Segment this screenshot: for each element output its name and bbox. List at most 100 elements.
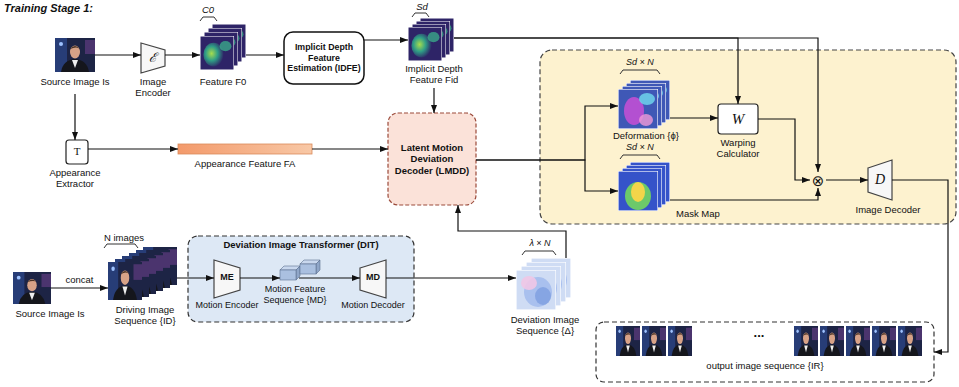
- node-heading: ME: [214, 265, 240, 289]
- feature-node: Motion Feature Sequence {MD}: [262, 258, 328, 308]
- bracket: [620, 70, 660, 74]
- node-label: Deformation {ϕ}: [604, 130, 688, 141]
- extractor-box: [66, 140, 88, 164]
- photo-thumbnail: [616, 326, 640, 356]
- bracket: [522, 251, 556, 255]
- deviation-map: [516, 270, 556, 310]
- feature-node: SdImplicit Depth Feature Fid: [396, 0, 472, 88]
- node-label: Implicit Depth Feature Estimation (IDFE): [287, 34, 361, 82]
- decoder-trapezoid: [868, 160, 892, 200]
- node-heading: λ × N: [520, 238, 560, 249]
- arrow-connector: [476, 106, 618, 160]
- mask-map: [618, 171, 658, 211]
- decoder-node: DImage Decoder: [852, 160, 924, 218]
- output-panel: output image sequence {IR}: [596, 322, 934, 382]
- node-heading: N images: [104, 232, 164, 243]
- decoder-box: [388, 113, 476, 205]
- node-label: Mask Map: [676, 208, 730, 219]
- node-heading: Sd × N: [612, 57, 668, 68]
- output-frames: [616, 326, 922, 356]
- node-label: Deviation Image Sequence {Δ}: [506, 314, 584, 337]
- feature-bar: [178, 144, 312, 154]
- decoder-trapezoid: [360, 260, 386, 298]
- arrow-connector: [454, 38, 738, 104]
- arrow-connector: [312, 148, 388, 149]
- node-heading: Sd × N: [612, 142, 668, 153]
- node-label: Deviation Image Transformer (DIT): [188, 239, 414, 250]
- arrow-connector: [826, 179, 868, 180]
- node-label: Latent Motion Deviation Decoder (LMDD): [391, 116, 473, 202]
- arrow-connector: [51, 287, 108, 288]
- bracket: [620, 155, 660, 159]
- deformation-node: Sd × N Deformation {ϕ}: [604, 56, 688, 144]
- encoder-node: ME Motion Encoder: [192, 258, 262, 312]
- feature-stack: [408, 18, 454, 61]
- encoder-trapezoid: [141, 43, 165, 73]
- warping-node: W Warping Calculator: [704, 104, 772, 164]
- arrow-connector: [165, 54, 200, 55]
- photo-thumbnail: [13, 272, 51, 304]
- photo-thumbnail: [794, 326, 818, 356]
- node-label: Driving Image Sequence {ID}: [100, 304, 190, 327]
- feature-map: [200, 36, 234, 70]
- cube-face: [280, 270, 296, 280]
- deviation-stack: [516, 258, 571, 310]
- photo-thumbnail: [898, 326, 922, 356]
- process-box: Implicit Depth Feature Estimation (IDFE): [284, 32, 364, 84]
- node-heading: C0: [196, 4, 220, 15]
- output-panel: [596, 322, 934, 382]
- node-label: Motion Encoder: [192, 300, 262, 311]
- photo-thumbnail: [108, 262, 142, 300]
- node-heading: ℰ: [141, 43, 165, 73]
- ellipsis-label: ...: [742, 325, 776, 341]
- sequence-node: N imagesDriving Image Sequence {ID}: [100, 232, 190, 330]
- arrow-connector: [454, 38, 818, 172]
- decoder-node: MDMotion Decoder: [338, 258, 408, 312]
- bracket: [412, 13, 429, 17]
- arrow-connector: [240, 277, 280, 278]
- arrow-connector: [386, 277, 516, 278]
- encoder-trapezoid: [214, 260, 240, 298]
- warping-box: [718, 104, 758, 134]
- process-box: [284, 32, 364, 84]
- node-label: output image sequence {IR}: [596, 360, 934, 371]
- node-label: Source Image Is: [37, 76, 113, 87]
- transformer-panel: [188, 236, 414, 322]
- deviation-node: λ × N Deviation Image Sequence {Δ}: [506, 238, 584, 342]
- feature-stack: [200, 24, 246, 70]
- mask-node: Sd × N Mask Map: [604, 142, 734, 222]
- node-label: ⊗: [810, 172, 826, 188]
- node-heading: Sd: [410, 1, 434, 12]
- dimension-brackets: [104, 13, 660, 255]
- node-label: Appearance Extractor: [46, 167, 104, 190]
- cube-face: [316, 260, 320, 274]
- warping-panel: [540, 50, 956, 224]
- node-heading: W: [718, 104, 758, 134]
- arrow-connector: [299, 277, 360, 278]
- decoder-box: Latent Motion Deviation Decoder (LMDD): [388, 113, 476, 205]
- node-label: Implicit Depth Feature Fid: [396, 63, 472, 86]
- image-node: Source Image Is: [37, 36, 113, 94]
- feature-map: [408, 27, 442, 61]
- extractor-node: TAppearance Extractor: [46, 140, 104, 194]
- node-label: Warping Calculator: [704, 137, 772, 160]
- feature-node: C0Feature F0: [192, 4, 254, 90]
- photo-thumbnail: [820, 326, 844, 356]
- node-label: Image Encoder: [128, 76, 178, 99]
- feature-cubes: [280, 260, 320, 280]
- arrow-connector: [364, 39, 408, 40]
- deformation-map: [618, 89, 658, 129]
- deformation-stack: [618, 80, 670, 129]
- photo-thumbnail: [668, 326, 692, 356]
- arrow-connector: [74, 94, 75, 140]
- node-label: Source Image Is: [4, 308, 96, 319]
- arrow-connector: [670, 188, 818, 200]
- transformer-panel: Deviation Image Transformer (DIT) ME Motio…: [188, 236, 414, 322]
- arrow-connector: [433, 88, 434, 113]
- arrow-connector: [88, 148, 178, 149]
- arrow-connector: [476, 160, 618, 191]
- node-label: Image Decoder: [852, 204, 924, 215]
- driving-stack: [108, 247, 177, 300]
